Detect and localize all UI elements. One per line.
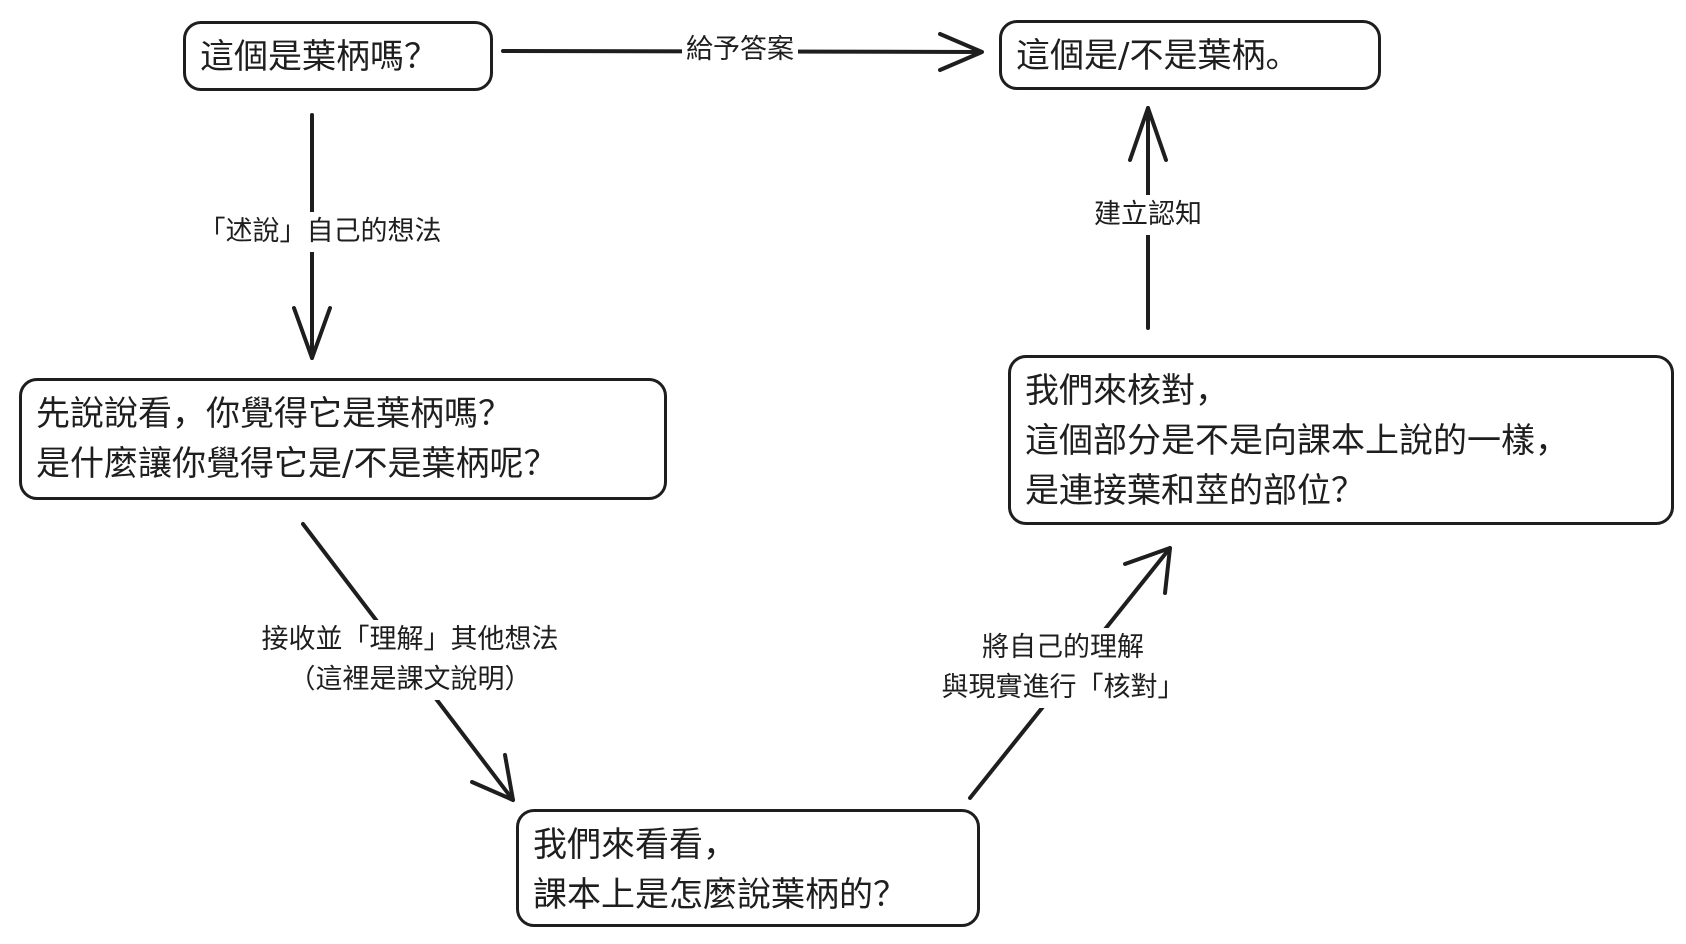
node-share: 先說說看，你覺得它是葉柄嗎？ 是什麼讓你覺得它是/不是葉柄呢？ [19,378,667,500]
node-share-line-1: 先說說看，你覺得它是葉柄嗎？ [36,394,512,434]
node-textbook: 我們來看看， 課本上是怎麼說葉柄的？ [516,809,980,927]
node-textbook-line-2: 課本上是怎麼說葉柄的？ [533,875,907,915]
edge-label-question-to-answer-line-1: 給予答案 [686,34,794,65]
node-answer: 這個是/不是葉柄。 [999,20,1381,90]
edge-label-textbook-to-verify: 將自己的理解 與現實進行「核對」 [937,628,1189,708]
node-share-line-2: 是什麼讓你覺得它是/不是葉柄呢？ [36,444,558,484]
edge-label-verify-to-answer-line-1: 建立認知 [1094,199,1202,230]
edge-label-share-to-textbook-line-2: （這裡是課文說明） [288,664,532,695]
node-question-line-1: 這個是葉柄嗎？ [200,37,438,77]
edge-label-verify-to-answer: 建立認知 [1090,195,1206,235]
node-textbook-line-1: 我們來看看， [533,825,737,865]
node-verify-line-2: 這個部分是不是向課本上說的一樣， [1025,421,1569,461]
edge-label-textbook-to-verify-line-1: 將自己的理解 [982,632,1144,663]
edge-label-question-to-answer: 給予答案 [682,30,798,70]
node-verify-line-1: 我們來核對， [1025,371,1229,411]
edge-label-question-to-share: 「述說」自己的想法 [194,212,446,252]
edge-label-question-to-share-line-1: 「述說」自己的想法 [198,216,442,247]
node-question: 這個是葉柄嗎？ [183,21,493,91]
edge-label-share-to-textbook-line-1: 接收並「理解」其他想法 [261,624,559,655]
node-verify: 我們來核對， 這個部分是不是向課本上說的一樣， 是連接葉和莖的部位？ [1008,355,1674,525]
edge-label-share-to-textbook: 接收並「理解」其他想法 （這裡是課文說明） [257,620,563,700]
edge-label-textbook-to-verify-line-2: 與現實進行「核對」 [941,672,1185,703]
node-answer-line-1: 這個是/不是葉柄。 [1016,36,1300,76]
node-verify-line-3: 是連接葉和莖的部位？ [1025,471,1365,511]
